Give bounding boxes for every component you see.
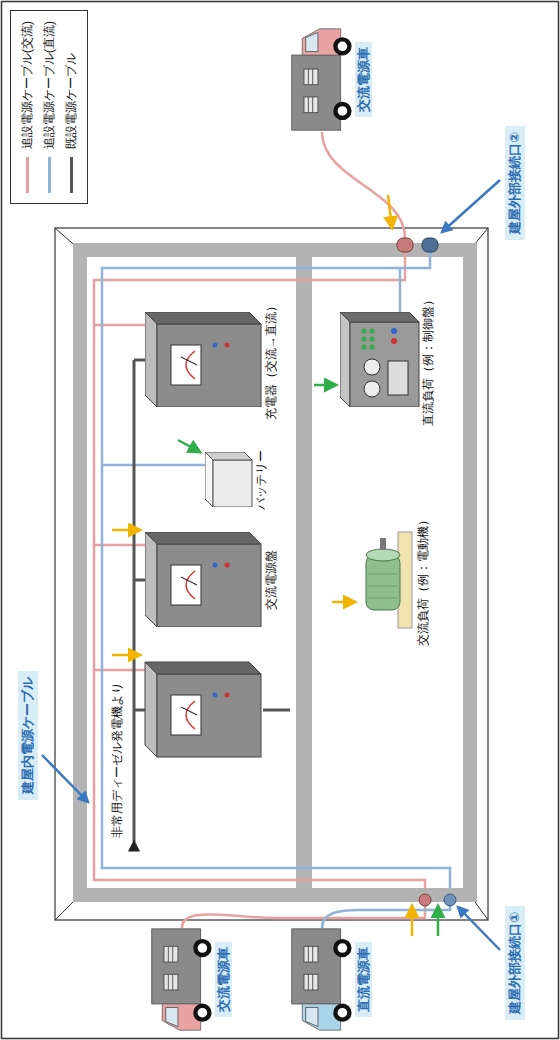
ac-panel-shape bbox=[145, 532, 263, 627]
ac-power-truck: 交流電源車 bbox=[150, 927, 232, 1032]
node-label: 交流負荷（例：電動機） bbox=[416, 512, 431, 648]
node-label: 直流負荷（例：制御盤） bbox=[421, 292, 436, 428]
dc-power-truck-shape bbox=[290, 927, 352, 1032]
node-label: 交流電源車 bbox=[215, 942, 232, 1017]
node-label: バッテリー bbox=[254, 448, 269, 512]
legend-row: 追設電源ケーブル(直流) bbox=[38, 21, 60, 193]
battery: バッテリー bbox=[205, 448, 269, 512]
node-label: 直流電源車 bbox=[355, 942, 372, 1017]
callout-label: 建屋外部接続口② bbox=[505, 126, 525, 240]
legend-row: 追設電源ケーブル(交流) bbox=[16, 21, 38, 193]
legend-swatch bbox=[26, 157, 29, 193]
legend-row: 既設電源ケーブル bbox=[60, 21, 82, 193]
legend-box: 追設電源ケーブル(交流) 追設電源ケーブル(直流) 既設電源ケーブル bbox=[10, 10, 88, 204]
node-label: 交流電源盤 bbox=[264, 548, 279, 612]
source-note: 非常用ディーゼル発電機より bbox=[110, 680, 125, 840]
dc-power-truck: 直流電源車 bbox=[290, 927, 372, 1032]
node-label: 充電器（交流→直流） bbox=[264, 298, 279, 422]
legend-swatch bbox=[70, 157, 73, 193]
callout-label: 建屋外部接続口① bbox=[505, 906, 525, 1020]
legend-text: 追設電源ケーブル(直流) bbox=[41, 21, 58, 149]
callout-label: 建屋内電源ケーブル bbox=[18, 671, 38, 800]
charger-panel: 充電器（交流→直流） bbox=[145, 298, 279, 422]
ac-power-truck-shape bbox=[150, 927, 212, 1032]
legend-text: 既設電源ケーブル bbox=[63, 53, 80, 149]
ac-panel: 交流電源盤 bbox=[145, 532, 279, 627]
node-label: 交流電源車 bbox=[355, 42, 372, 117]
ac-power-truck: 交流電源車 bbox=[290, 27, 372, 132]
legend-text: 追設電源ケーブル(交流) bbox=[19, 21, 36, 149]
motor-load: 交流負荷（例：電動機） bbox=[360, 512, 431, 648]
legend-swatch bbox=[48, 157, 51, 193]
battery-shape bbox=[205, 453, 253, 508]
charger-panel-shape bbox=[145, 313, 263, 408]
ac-power-truck-shape bbox=[290, 27, 352, 132]
motor-load-shape bbox=[360, 530, 415, 630]
control-panel-load: 直流負荷（例：制御盤） bbox=[340, 292, 436, 428]
control-panel-load-shape bbox=[340, 313, 420, 408]
